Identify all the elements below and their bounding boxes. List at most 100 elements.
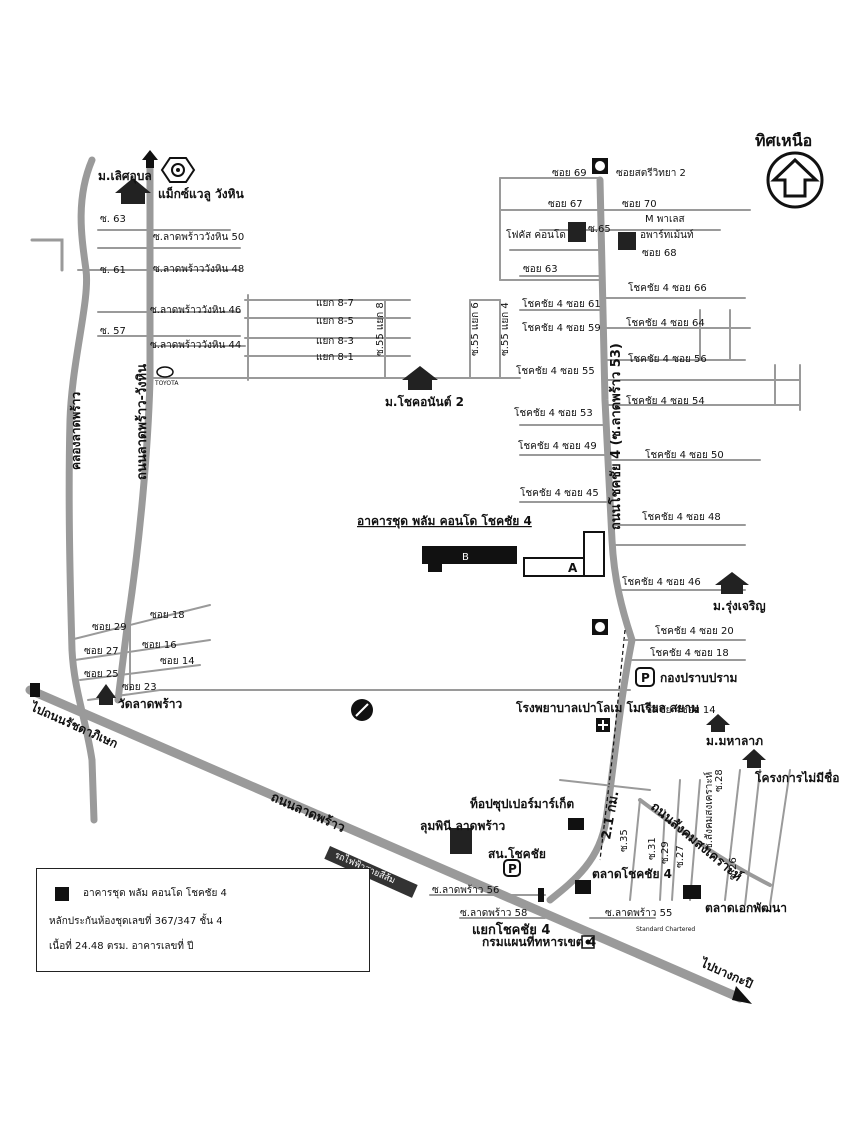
- legend-swatch: [55, 887, 69, 901]
- branch-label: แยก 8-3: [316, 336, 354, 347]
- building-title: อาคารชุด พลัม คอนโด โชคชัย 4: [357, 513, 532, 529]
- left-lanes: [77, 229, 521, 381]
- arrow-up-icon: [142, 150, 158, 168]
- soi-label: ซอย 63: [523, 264, 558, 275]
- road-lat-phrao: [25, 685, 745, 1003]
- soi-label: ซ.28: [714, 769, 725, 792]
- gas-station-icon: [592, 158, 608, 174]
- place-apartment: อพาร์ทเม้นท์: [640, 229, 694, 241]
- legend-line-2: หลักประกันห้องชุดเลขที่ 367/347 ชั้น 4: [49, 916, 223, 927]
- hospital-icon: [596, 718, 610, 732]
- traffic-light-icon: [538, 888, 544, 902]
- place-rung-charoen: ม.รุ่งเจริญ: [713, 599, 766, 614]
- soi-label: ซ.65: [588, 224, 611, 235]
- soi-label: ซอย 27: [84, 646, 119, 657]
- place-m-place: M พาเลส: [645, 214, 685, 225]
- soi-label: ซอย 16: [142, 640, 177, 651]
- svg-text:P: P: [508, 862, 517, 876]
- branch-label: ซ.55 แยก 6: [470, 302, 481, 356]
- canal-branch: [30, 238, 64, 272]
- house-icon: [402, 366, 438, 390]
- soi-label: ซ.ลาดพร้าววังหิน 44: [150, 339, 241, 351]
- soi-label: ซอย 14: [160, 656, 195, 667]
- place-market-chok: ตลาดโชคชัย 4: [592, 866, 672, 881]
- soi-label: ซ.ลาดพร้าว 58: [460, 907, 527, 919]
- place-wat: วัดลาดพร้าว: [118, 697, 183, 711]
- label-canal: คลองลาดพร้าว: [69, 392, 83, 470]
- road-lat-phrao-wang-hin: [114, 161, 154, 704]
- branch-label: ซ.55 แยก 8: [375, 302, 386, 356]
- house-icon: [715, 572, 749, 594]
- branch-label: ซ.55 แยก 4: [500, 302, 511, 356]
- place-focus-condo: โฟคัส คอนโด: [506, 228, 566, 241]
- gas-station-icon: [592, 619, 608, 635]
- soi-label: ซ.ลาดพร้าววังหิน 50: [153, 231, 244, 243]
- place-tops: ท็อปซุปเปอร์มาร์เก็ต: [470, 796, 574, 812]
- shop-icon: [568, 818, 584, 830]
- soi-label: ซ.31: [647, 837, 658, 860]
- soi-label: ซ.ลาดพร้าว 56: [432, 884, 499, 896]
- place-post: สน.โชคชัย: [488, 846, 546, 861]
- temple-icon: [96, 684, 116, 705]
- soi-label: โชคชัย 4 ซอย 59: [522, 321, 601, 334]
- soi-label: โชคชัย 4 ซอย 48: [642, 510, 721, 523]
- soi-label: ซอยสตรีวิทยา 2: [616, 167, 686, 179]
- branch-label: แยก 8-1: [316, 352, 354, 363]
- legend-line-3: เนื้อที่ 24.48 ตรม. อาคารเลขที่ ปี: [49, 941, 194, 952]
- house-icon: [742, 749, 766, 768]
- makro-icon: [160, 157, 196, 183]
- post-icon: P: [503, 859, 521, 877]
- soi-label: ซอย 25: [84, 669, 119, 680]
- soi-label: ซ.29: [660, 841, 671, 864]
- railway-line: [599, 629, 626, 861]
- soi-label: ซอย 29: [92, 622, 127, 633]
- branch-label: แยก 8-7: [316, 298, 354, 309]
- soi-label: ซ.27: [675, 845, 686, 868]
- road-sena-song-khro: [638, 798, 772, 887]
- soi-label: โชคชัย 4ซอย 14: [640, 703, 716, 716]
- soi-label: ซ.สังคมสงเคราะห์: [703, 772, 715, 850]
- toyota-logo-icon: [156, 366, 174, 378]
- label-lat-phrao: ถนนลาดพร้าว: [268, 789, 347, 836]
- soi-label: โชคชัย 4 ซอย 46: [622, 575, 701, 588]
- soi-label: โชคชัย 4 ซอย 55: [516, 364, 595, 377]
- market-icon: [575, 880, 701, 899]
- soi-label: ซอย 67: [548, 199, 583, 210]
- place-lumpini: ลุมพินี ลาดพร้าว: [420, 819, 506, 834]
- place-maha-lap: ม.มหาลาภ: [706, 734, 763, 748]
- place-chok-anan: ม.โชคอนันต์ 2: [385, 394, 464, 409]
- building-b-label: B: [462, 552, 469, 563]
- north-label: ทิศเหนือ: [755, 131, 812, 150]
- place-project: โครงการไม่มีชื่อ: [754, 769, 839, 785]
- shell-icon: [351, 699, 373, 721]
- soi-label: โชคชัย 4 ซอย 20: [655, 624, 734, 637]
- place-lert-udom: ม.เลิศอุบล: [98, 169, 152, 184]
- soi-label: ซ.26: [728, 857, 739, 880]
- svg-text:P: P: [641, 671, 650, 685]
- soi-label: โชคชัย 4 ซอย 54: [626, 394, 705, 407]
- soi-label: โชคชัย 4 ซอย 61: [522, 297, 601, 310]
- police-icon: P: [635, 667, 655, 687]
- soi-label: โชคชัย 4 ซอย 49: [518, 439, 597, 452]
- soi-label: ซอย 69: [552, 168, 587, 179]
- bts-strip: [324, 846, 418, 898]
- house-icon: [115, 178, 151, 204]
- soi-label: ซ.ลาดพร้าววังหิน 48: [153, 263, 244, 275]
- plum-condo-building: [422, 531, 605, 577]
- soi-label: โชคชัย 4 ซอย 18: [650, 646, 729, 659]
- label-chok-chai-4: ถนนโชคชัย 4 (ซ.ลาดพร้าว 53): [607, 343, 624, 530]
- canal: [65, 156, 98, 824]
- soi-label: ซอย 68: [642, 248, 677, 259]
- place-standard: Standard Chartered: [636, 926, 695, 933]
- soi-label: โชคชัย 4 ซอย 53: [514, 406, 593, 419]
- place-makro: แม็กซ์แวลู วังหิน: [158, 186, 245, 202]
- soi-label: ซอย 70: [622, 199, 657, 210]
- condo-icon: [450, 222, 636, 854]
- soi-label: โชคชัย 4 ซอย 45: [520, 486, 599, 499]
- road-chok-chai-4: [546, 176, 636, 904]
- soi-label: โชคชัย 4 ซอย 64: [626, 316, 705, 329]
- soi-label: ซ. 63: [100, 214, 126, 225]
- label-lat-phrao-wang-hin: ถนนลาดพร้าว-วังหิน: [134, 364, 150, 480]
- soi-label: ซ.ลาดพร้าว 55: [605, 907, 672, 919]
